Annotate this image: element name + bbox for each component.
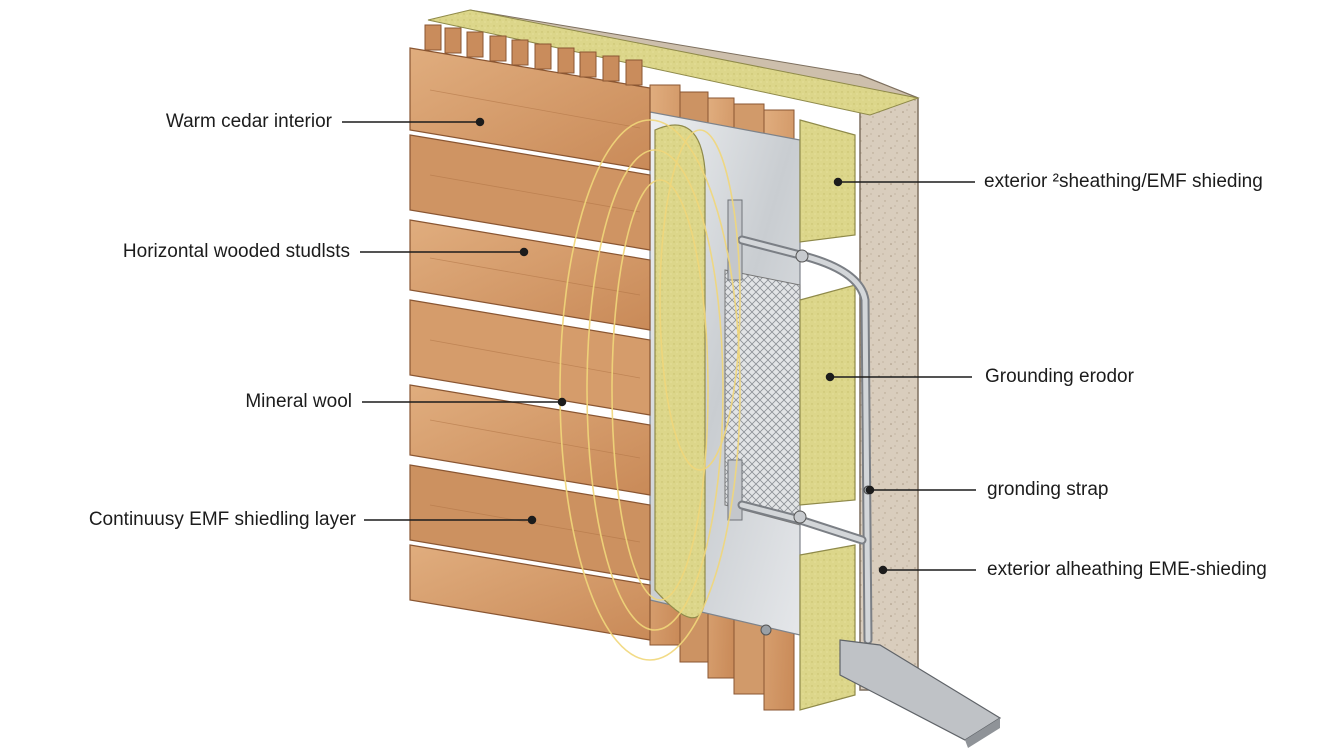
leader-lines [342,117,976,575]
label-horizontal-studs: Horizontal wooded studlsts [122,241,350,262]
grounding-conductor [737,235,873,645]
mineral-wool-batt [654,124,706,619]
label-continuous-emf-layer: Continuusy EMF shiedling layer [88,509,356,530]
label-warm-cedar-interior: Warm cedar interior [165,111,332,132]
label-grounding-strap: gronding strap [987,479,1109,500]
ground-rod [839,639,1002,748]
exterior-wool-blocks [799,119,856,711]
label-exterior-sheathing-bottom: exterior alheathing EME-shieding [987,559,1267,580]
cedar-board-stack [409,24,651,641]
label-exterior-sheathing-top: exterior ²sheathing/EMF shieding [984,171,1263,192]
label-grounding-erodor: Grounding erodor [985,366,1134,387]
emf-field-lines [559,119,741,661]
label-mineral-wool: Mineral wool [245,391,352,412]
top-wool-strip [427,9,920,116]
